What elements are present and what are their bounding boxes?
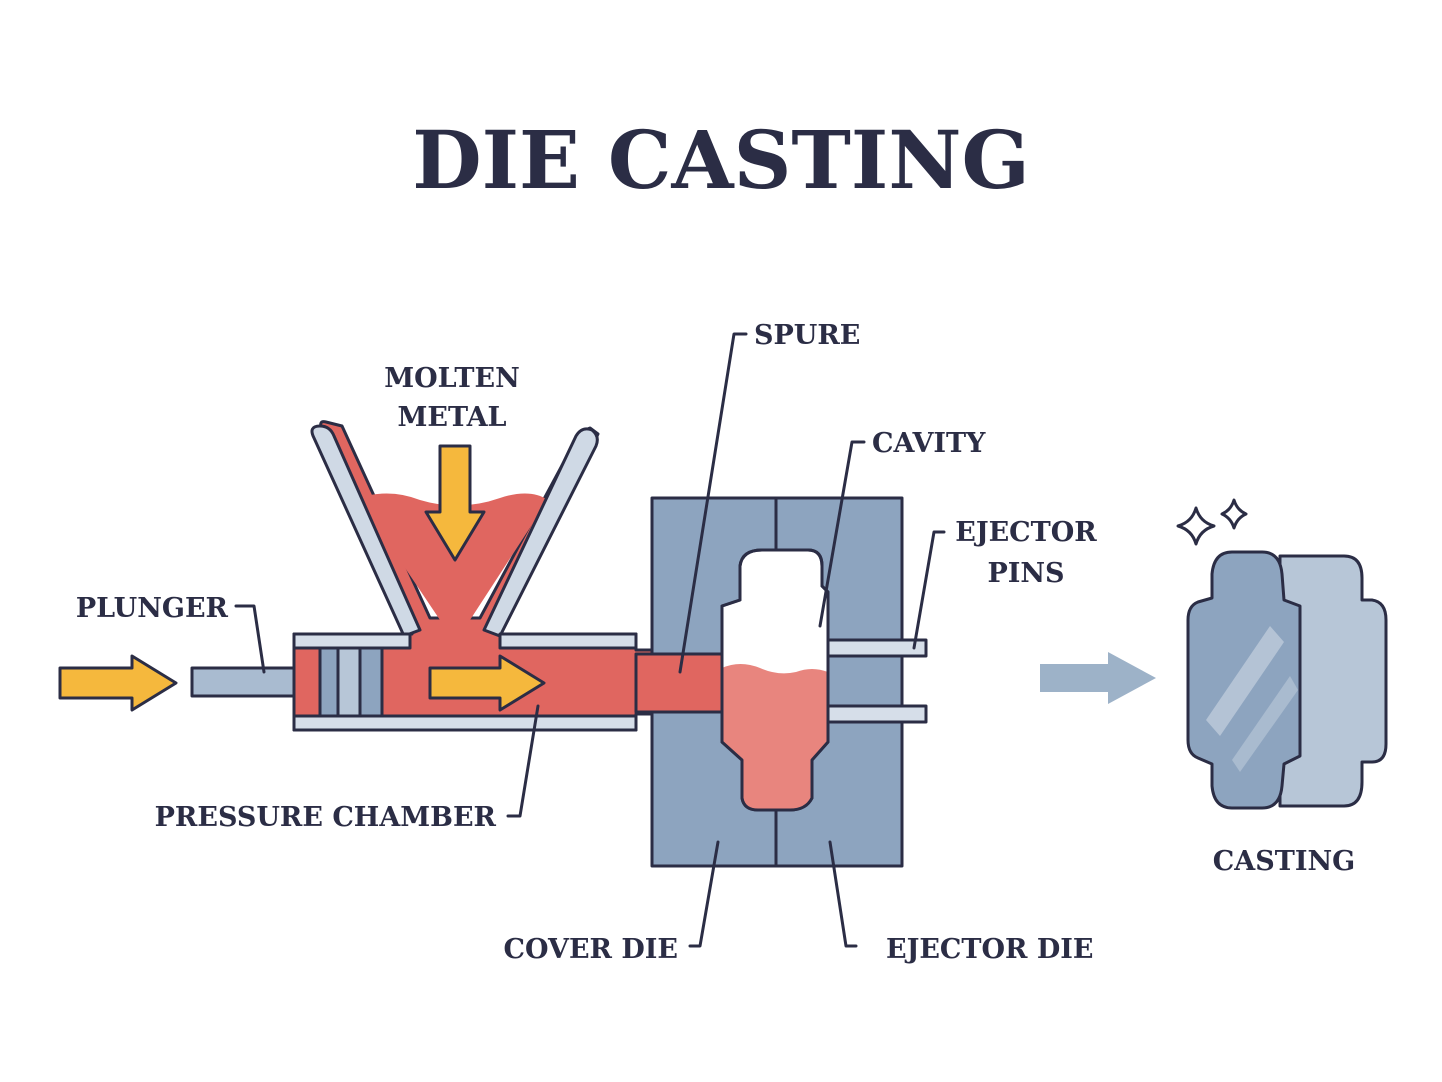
pour-arrow-icon bbox=[424, 444, 486, 562]
pressure-chamber-leader bbox=[506, 704, 540, 818]
plunger-leader bbox=[234, 604, 266, 674]
ejector-pins-label-line2: PINS bbox=[987, 558, 1064, 589]
ejector-pin-bottom bbox=[826, 704, 928, 724]
casting-part bbox=[1186, 550, 1388, 810]
sparkle-icon-small bbox=[1220, 498, 1248, 530]
cavity-outline bbox=[720, 548, 830, 812]
output-arrow-icon bbox=[1040, 652, 1156, 704]
cavity-molten-metal bbox=[722, 664, 828, 810]
ejector-pins-label-line1: EJECTOR bbox=[955, 517, 1097, 548]
plunger-arrow-icon bbox=[58, 654, 178, 712]
spure-leader bbox=[678, 332, 748, 674]
chamber-top-wall bbox=[292, 632, 412, 650]
pressure-chamber-label: PRESSURE CHAMBER bbox=[155, 802, 497, 833]
cover-die-label: COVER DIE bbox=[503, 934, 678, 965]
ejector-pins-leader bbox=[912, 530, 946, 650]
cover-die-leader bbox=[688, 840, 720, 948]
molten-metal-label-line2: METAL bbox=[397, 402, 506, 433]
chamber-top-wall-right bbox=[498, 632, 638, 650]
casting-label: CASTING bbox=[1213, 846, 1355, 877]
plunger-label: PLUNGER bbox=[76, 593, 229, 624]
chamber-bottom-wall bbox=[292, 714, 638, 732]
cavity-label: CAVITY bbox=[872, 428, 986, 459]
ejector-die-label: EJECTOR DIE bbox=[886, 934, 1094, 965]
sparkle-icon bbox=[1176, 506, 1216, 546]
ejector-pin-top bbox=[826, 638, 928, 658]
page-title: DIE CASTING bbox=[412, 113, 1030, 207]
plunger-piston-band bbox=[336, 646, 362, 718]
cavity-leader bbox=[818, 440, 866, 628]
molten-metal-label-line1: MOLTEN bbox=[384, 363, 520, 394]
hopper-left-wall bbox=[310, 424, 422, 638]
spure-label: SPURE bbox=[754, 320, 860, 351]
ejector-die-leader bbox=[828, 840, 858, 948]
flow-arrow-icon bbox=[428, 654, 546, 712]
hopper-right-wall bbox=[482, 427, 599, 638]
